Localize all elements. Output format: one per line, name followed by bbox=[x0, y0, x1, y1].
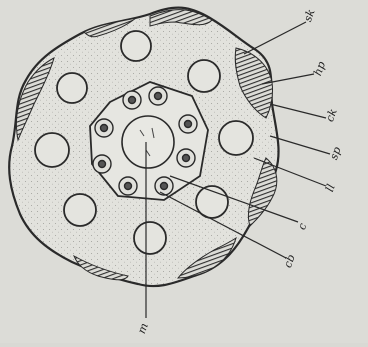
label-m: m bbox=[135, 321, 151, 335]
leader-line-sk bbox=[244, 22, 306, 54]
vascular-bundle bbox=[119, 177, 137, 195]
outer-canal bbox=[134, 222, 166, 254]
pith bbox=[122, 116, 174, 168]
label-ck: ck bbox=[323, 107, 340, 124]
vascular-bundle bbox=[123, 91, 141, 109]
vascular-bundle bbox=[155, 177, 173, 195]
outer-canal bbox=[219, 121, 253, 155]
outer-canal bbox=[64, 194, 96, 226]
label-ll: ll bbox=[323, 182, 338, 194]
label-cb: cb bbox=[281, 253, 298, 270]
label-hp: hp bbox=[311, 60, 328, 78]
label-c: c bbox=[295, 221, 309, 231]
vascular-bundle bbox=[95, 119, 113, 137]
label-sp: sp bbox=[327, 145, 344, 161]
label-sk: sk bbox=[301, 7, 318, 23]
vascular-bundle bbox=[93, 155, 111, 173]
vascular-bundle bbox=[149, 87, 167, 105]
outer-canal bbox=[35, 133, 69, 167]
vascular-bundle bbox=[179, 115, 197, 133]
leader-line-ck bbox=[270, 104, 326, 118]
outer-canal bbox=[57, 73, 87, 103]
outer-canal bbox=[121, 31, 151, 61]
outer-canal bbox=[188, 60, 220, 92]
vascular-bundle bbox=[177, 149, 195, 167]
